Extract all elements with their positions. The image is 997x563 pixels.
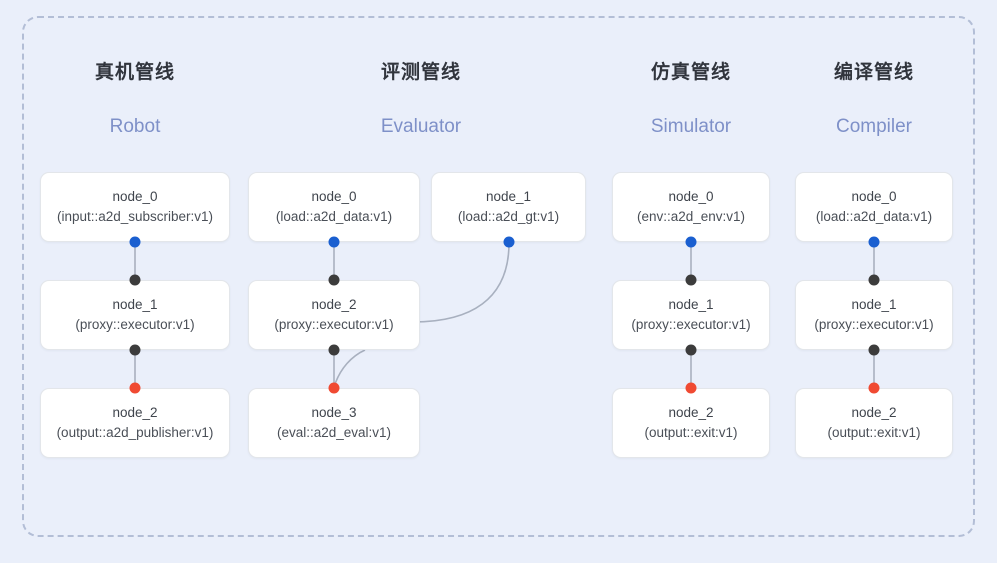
node-simulator-0[interactable]: node_0 (env::a2d_env:v1)	[612, 172, 770, 242]
port-out-evaluator-2[interactable]	[328, 344, 340, 356]
port-in-simulator-1[interactable]	[685, 274, 697, 286]
node-spec: (proxy::executor:v1)	[75, 317, 195, 332]
node-name: node_2	[311, 297, 357, 312]
column-header-robot: 真机管线 Robot	[15, 60, 255, 140]
port-output-robot-0[interactable]	[129, 236, 141, 248]
column-title-simulator: 仿真管线	[650, 62, 731, 83]
node-simulator-1[interactable]: node_1 (proxy::executor:v1)	[612, 280, 770, 350]
node-spec: (load::a2d_gt:v1)	[457, 209, 560, 224]
edge-evaluator-gt-to-executor	[412, 242, 510, 323]
node-name: node_0	[851, 189, 897, 204]
port-in-robot-1[interactable]	[129, 274, 141, 286]
column-header-compiler: 编译管线 Compiler	[754, 60, 994, 140]
node-evaluator-0[interactable]: node_0 (load::a2d_data:v1)	[248, 172, 420, 242]
node-evaluator-3[interactable]: node_3 (eval::a2d_eval:v1)	[248, 388, 420, 458]
port-output-evaluator-1[interactable]	[503, 236, 515, 248]
port-terminal-robot-2[interactable]	[129, 382, 141, 394]
port-in-evaluator-2[interactable]	[328, 274, 340, 286]
node-robot-2[interactable]: node_2 (output::a2d_publisher:v1)	[40, 388, 230, 458]
node-evaluator-2[interactable]: node_2 (proxy::executor:v1)	[248, 280, 420, 350]
column-title-compiler: 编译管线	[833, 62, 914, 83]
column-header-evaluator: 评测管线 Evaluator	[301, 60, 541, 140]
node-name: node_2	[668, 405, 714, 420]
node-spec: (proxy::executor:v1)	[814, 317, 934, 332]
node-name: node_1	[668, 297, 714, 312]
node-compiler-1[interactable]: node_1 (proxy::executor:v1)	[795, 280, 953, 350]
port-in-compiler-1[interactable]	[868, 274, 880, 286]
node-spec: (proxy::executor:v1)	[631, 317, 751, 332]
node-name: node_3	[311, 405, 357, 420]
node-robot-0[interactable]: node_0 (input::a2d_subscriber:v1)	[40, 172, 230, 242]
node-spec: (output::exit:v1)	[644, 425, 738, 440]
node-compiler-2[interactable]: node_2 (output::exit:v1)	[795, 388, 953, 458]
node-name: node_2	[851, 405, 897, 420]
port-terminal-compiler-2[interactable]	[868, 382, 880, 394]
port-terminal-simulator-2[interactable]	[685, 382, 697, 394]
node-name: node_0	[668, 189, 714, 204]
node-spec: (input::a2d_subscriber:v1)	[56, 209, 214, 224]
node-spec: (env::a2d_env:v1)	[636, 209, 746, 224]
port-output-simulator-0[interactable]	[685, 236, 697, 248]
column-subtitle-evaluator: Evaluator	[380, 116, 462, 137]
node-name: node_0	[112, 189, 158, 204]
node-evaluator-1[interactable]: node_1 (load::a2d_gt:v1)	[431, 172, 586, 242]
column-title-evaluator: 评测管线	[380, 62, 461, 83]
node-name: node_1	[112, 297, 158, 312]
column-subtitle-simulator: Simulator	[650, 116, 732, 137]
port-output-compiler-0[interactable]	[868, 236, 880, 248]
node-spec: (output::a2d_publisher:v1)	[56, 425, 214, 440]
port-out-simulator-1[interactable]	[685, 344, 697, 356]
node-name: node_2	[112, 405, 158, 420]
node-spec: (load::a2d_data:v1)	[275, 209, 393, 224]
node-name: node_1	[485, 189, 532, 204]
column-title-robot: 真机管线	[94, 62, 175, 83]
node-spec: (load::a2d_data:v1)	[815, 209, 933, 224]
node-name: node_1	[851, 297, 897, 312]
column-subtitle-compiler: Compiler	[835, 116, 913, 137]
node-spec: (output::exit:v1)	[827, 425, 921, 440]
edge-evaluator-gt-to-eval	[333, 349, 366, 388]
node-spec: (eval::a2d_eval:v1)	[276, 425, 392, 440]
port-out-compiler-1[interactable]	[868, 344, 880, 356]
column-subtitle-robot: Robot	[109, 116, 161, 137]
port-output-evaluator-0[interactable]	[328, 236, 340, 248]
port-terminal-evaluator-3[interactable]	[328, 382, 340, 394]
node-simulator-2[interactable]: node_2 (output::exit:v1)	[612, 388, 770, 458]
port-out-robot-1[interactable]	[129, 344, 141, 356]
column-header-simulator: 仿真管线 Simulator	[571, 60, 811, 140]
node-robot-1[interactable]: node_1 (proxy::executor:v1)	[40, 280, 230, 350]
node-spec: (proxy::executor:v1)	[274, 317, 394, 332]
node-name: node_0	[311, 189, 357, 204]
node-compiler-0[interactable]: node_0 (load::a2d_data:v1)	[795, 172, 953, 242]
